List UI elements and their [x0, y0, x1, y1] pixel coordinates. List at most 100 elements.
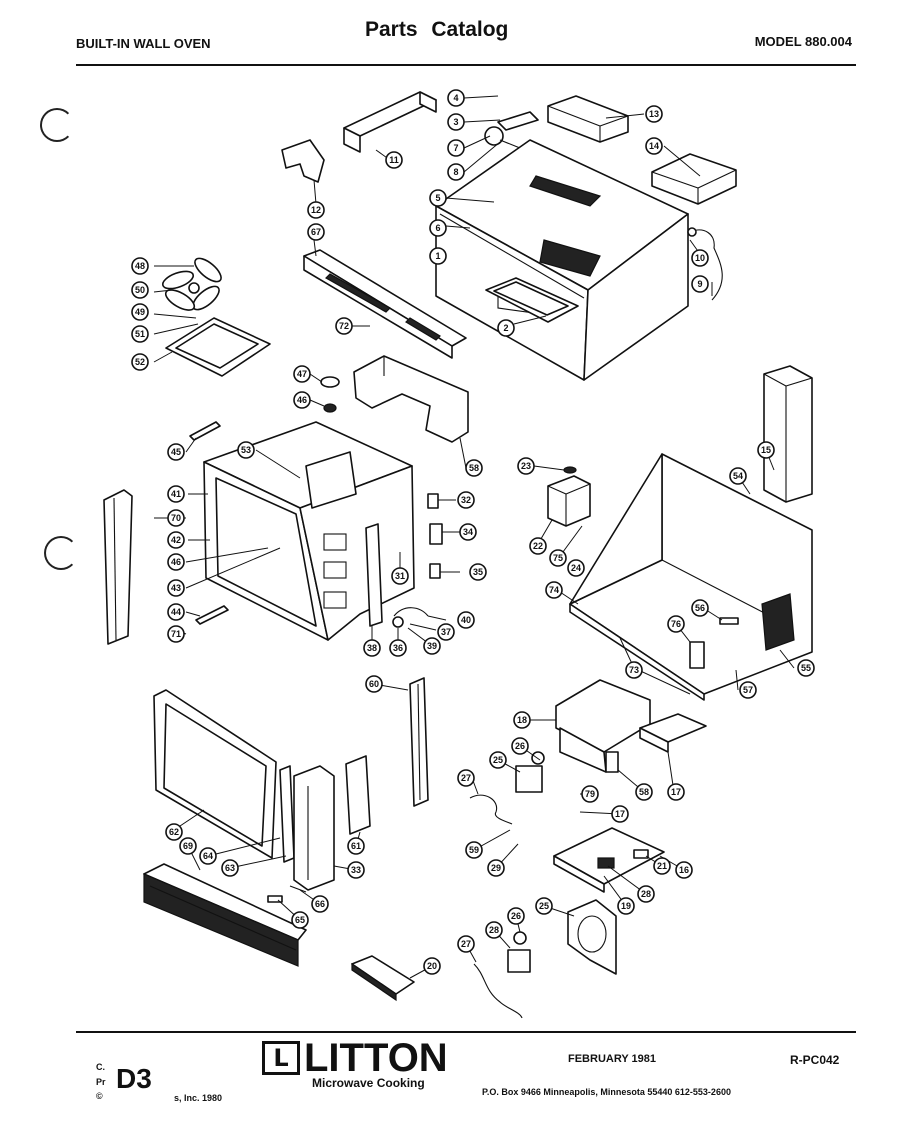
part-callout: 70: [167, 509, 185, 527]
callout-label: 46: [171, 557, 181, 567]
callout-label: 43: [171, 583, 181, 593]
relay-part: [515, 751, 545, 793]
part-callout: 17: [611, 805, 629, 823]
part-callout: 8: [447, 163, 465, 181]
part-callout: 45: [167, 443, 185, 461]
callout-label: 20: [427, 961, 437, 971]
part-callout: 28: [637, 885, 655, 903]
part-callout: 58: [465, 459, 483, 477]
callout-label: 10: [695, 253, 705, 263]
part-callout: 15: [757, 441, 775, 459]
callout-label: 45: [171, 447, 181, 457]
part-callout: 52: [131, 353, 149, 371]
binder-hole-middle: [44, 536, 78, 570]
callout-label: 64: [203, 851, 213, 861]
catalog-title: Parts Catalog: [365, 18, 509, 41]
part-callout: 65: [291, 911, 309, 929]
part-callout: 34: [459, 523, 477, 541]
part-callout: 55: [797, 659, 815, 677]
part-callout: 44: [167, 603, 185, 621]
part-callout: 28: [485, 921, 503, 939]
part-callout: 3: [447, 113, 465, 131]
control-panel-bar-part: [303, 249, 467, 359]
part-callout: 18: [513, 711, 531, 729]
callout-label: 69: [183, 841, 193, 851]
callout-label: 21: [657, 861, 667, 871]
callout-label: 60: [369, 679, 379, 689]
part-callout: 79: [581, 785, 599, 803]
part-callout: 60: [365, 675, 383, 693]
header-rule: [76, 64, 856, 66]
part-callout: 1: [429, 247, 447, 265]
callout-label: 40: [461, 615, 471, 625]
part-callout: 56: [691, 599, 709, 617]
part-callout: 61: [347, 837, 365, 855]
part-callout: 38: [363, 639, 381, 657]
part-callout: 47: [293, 365, 311, 383]
part-callout: 5: [429, 189, 447, 207]
callout-label: 4: [453, 93, 458, 103]
callout-label: 71: [171, 629, 181, 639]
callout-label: 72: [339, 321, 349, 331]
callout-label: 25: [493, 755, 503, 765]
base-chassis-part: [569, 453, 813, 701]
waveguide-part: [555, 679, 707, 773]
part-callout: 27: [457, 935, 475, 953]
hinge-strip-part: [279, 765, 295, 863]
callout-label: 24: [571, 563, 581, 573]
gasket-part: [485, 277, 579, 323]
part-callout: 46: [167, 553, 185, 571]
binder-hole-top: [40, 108, 74, 142]
part-callout: 25: [535, 897, 553, 915]
callout-label: 7: [453, 143, 458, 153]
callout-label: 14: [649, 141, 659, 151]
part-callout: 49: [131, 303, 149, 321]
oven-cavity-part: [203, 421, 415, 641]
part-callout: 6: [429, 219, 447, 237]
bottom-trim-part: [143, 863, 307, 967]
callout-label: 56: [695, 603, 705, 613]
clip-part: [267, 885, 307, 903]
lower-relay-part: [507, 931, 531, 973]
callout-label: 22: [533, 541, 543, 551]
part-callout: 13: [645, 105, 663, 123]
callout-label: 49: [135, 307, 145, 317]
footer-rule: [76, 1031, 856, 1033]
callout-label: 28: [641, 889, 651, 899]
bracket-part: [281, 139, 325, 183]
callout-label: 28: [489, 925, 499, 935]
part-callout: 29: [487, 859, 505, 877]
callout-label: 34: [463, 527, 473, 537]
part-callout: 59: [465, 841, 483, 859]
outer-cabinet-part: [435, 139, 689, 381]
callout-label: 31: [395, 571, 405, 581]
part-callout: 63: [221, 859, 239, 877]
callout-label: 27: [461, 939, 471, 949]
part-callout: 66: [311, 895, 329, 913]
part-callout: 24: [567, 559, 585, 577]
mounting-plate-part: [345, 755, 371, 835]
callout-label: 13: [649, 109, 659, 119]
blower-shroud-part: [353, 355, 469, 443]
rear-panel-part: [763, 365, 813, 503]
callout-label: 23: [521, 461, 531, 471]
callout-label: 73: [629, 665, 639, 675]
lamp-socket-part: [484, 111, 539, 149]
motor-part: [320, 376, 340, 413]
part-callout: 22: [529, 537, 547, 555]
part-callout: 31: [391, 567, 409, 585]
callout-label: 16: [679, 865, 689, 875]
callout-label: 15: [761, 445, 771, 455]
callout-label: 41: [171, 489, 181, 499]
interlock-switches-part: [427, 493, 443, 579]
callout-label: 27: [461, 773, 471, 783]
part-callout: 67: [307, 223, 325, 241]
callout-label: 37: [441, 627, 451, 637]
callout-label: 79: [585, 789, 595, 799]
part-callout: 35: [469, 563, 487, 581]
touch-pad-part: [293, 765, 335, 891]
part-callout: 11: [385, 151, 403, 169]
part-callout: 76: [667, 615, 685, 633]
callout-label: 26: [515, 741, 525, 751]
callout-label: 51: [135, 329, 145, 339]
